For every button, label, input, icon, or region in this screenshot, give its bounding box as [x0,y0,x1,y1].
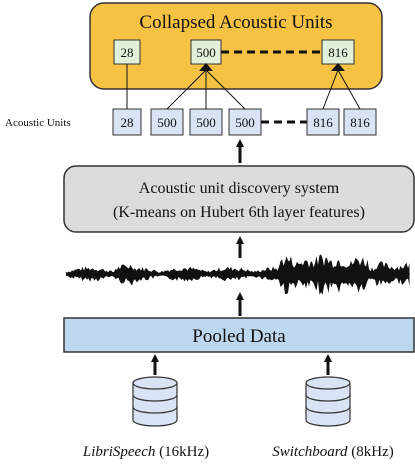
unit-label: 816 [313,115,333,130]
acoustic-units-label: Acoustic Units [5,117,71,129]
switchboard-name: Switchboard [272,444,348,460]
unit-label: 816 [350,115,370,130]
collapsed-unit-box-28 [113,39,141,65]
pooled-data-label: Pooled Data [192,326,286,347]
pooled-data-box: Pooled Data [63,317,415,353]
librispeech-rate: (16kHz) [155,444,209,460]
unit-label: 28 [121,115,134,130]
unit-box [306,108,340,136]
unit-label: 500 [196,115,216,130]
librispeech-label: LibriSpeech (16kHz) [82,444,209,460]
collapsed-units-title: Collapsed Acoustic Units [139,12,332,33]
discovery-system-box: Acoustic unit discovery system (K-means … [63,165,415,233]
collapsed-unit-28: 28 [121,45,134,60]
collapsed-unit-500: 500 [196,45,216,60]
switchboard-label: Switchboard (8kHz) [272,444,394,460]
merge-arrowhead-500 [199,63,213,71]
unit-box [343,108,377,136]
collapsed-unit-816: 816 [328,45,348,60]
audio-waveform [66,254,410,295]
librispeech-name: LibriSpeech [82,444,156,460]
collapsed-unit-box-816 [321,39,355,65]
unit-label: 500 [157,115,177,130]
collapse-connectors [126,64,361,110]
librispeech-database-icon [132,376,178,427]
unit-box [189,108,223,136]
discovery-line-2: (K-means on Hubert 6th layer features) [113,204,365,221]
collapsed-units-panel: Collapsed Acoustic Units 28 500 816 [89,2,383,90]
unit-box [112,108,142,136]
unit-label: 500 [235,115,255,130]
acoustic-units-row: 28 500 500 500 816 816 [112,108,377,136]
collapsed-units-box [89,2,383,90]
merge-arrowhead-816 [331,63,345,71]
switchboard-database-icon [305,376,351,427]
collapsed-unit-box-500 [190,39,222,65]
discovery-line-1: Acoustic unit discovery system [139,180,340,197]
switchboard-rate: (8kHz) [348,444,394,460]
